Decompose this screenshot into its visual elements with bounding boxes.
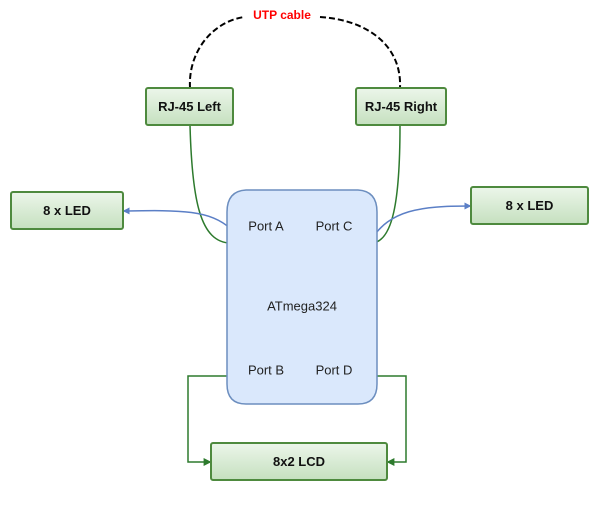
lcd-node: 8x2 LCD xyxy=(210,442,388,481)
port-a-to-led-left-arrow xyxy=(122,207,232,230)
led-left-node: 8 x LED xyxy=(10,191,124,230)
rj45-right-box xyxy=(355,87,447,126)
utp-cable-label: UTP cable xyxy=(253,8,311,22)
rj45-left-node: RJ-45 Left xyxy=(145,87,234,126)
rj45-right-label: RJ-45 Right xyxy=(365,99,438,114)
lcd-label: 8x2 LCD xyxy=(273,454,325,469)
utp-cable-right-segment xyxy=(319,16,402,89)
led-left-label: 8 x LED xyxy=(43,203,91,218)
led-left-box xyxy=(10,191,124,230)
rj45-left-label: RJ-45 Left xyxy=(158,99,222,114)
port-d-to-lcd-connector xyxy=(376,375,407,466)
port-a-label: Port A xyxy=(248,219,284,234)
port-b-to-lcd-connector xyxy=(187,375,227,466)
port-b-label: Port B xyxy=(248,363,284,378)
lcd-box xyxy=(210,442,388,481)
rj45-right-node: RJ-45 Right xyxy=(355,87,447,126)
utp-cable-left-segment xyxy=(188,16,245,89)
port-c-to-led-right-arrow xyxy=(370,202,472,241)
led-right-node: 8 x LED xyxy=(470,186,589,225)
mcu-label: ATmega324 xyxy=(267,299,337,314)
port-c-label: Port C xyxy=(316,219,353,234)
rj45-left-to-port-a-wire xyxy=(189,124,232,244)
led-right-label: 8 x LED xyxy=(506,198,554,213)
rj45-left-box xyxy=(145,87,234,126)
port-d-label: Port D xyxy=(316,363,353,378)
led-right-box xyxy=(470,186,589,225)
mcu-block xyxy=(226,189,378,405)
